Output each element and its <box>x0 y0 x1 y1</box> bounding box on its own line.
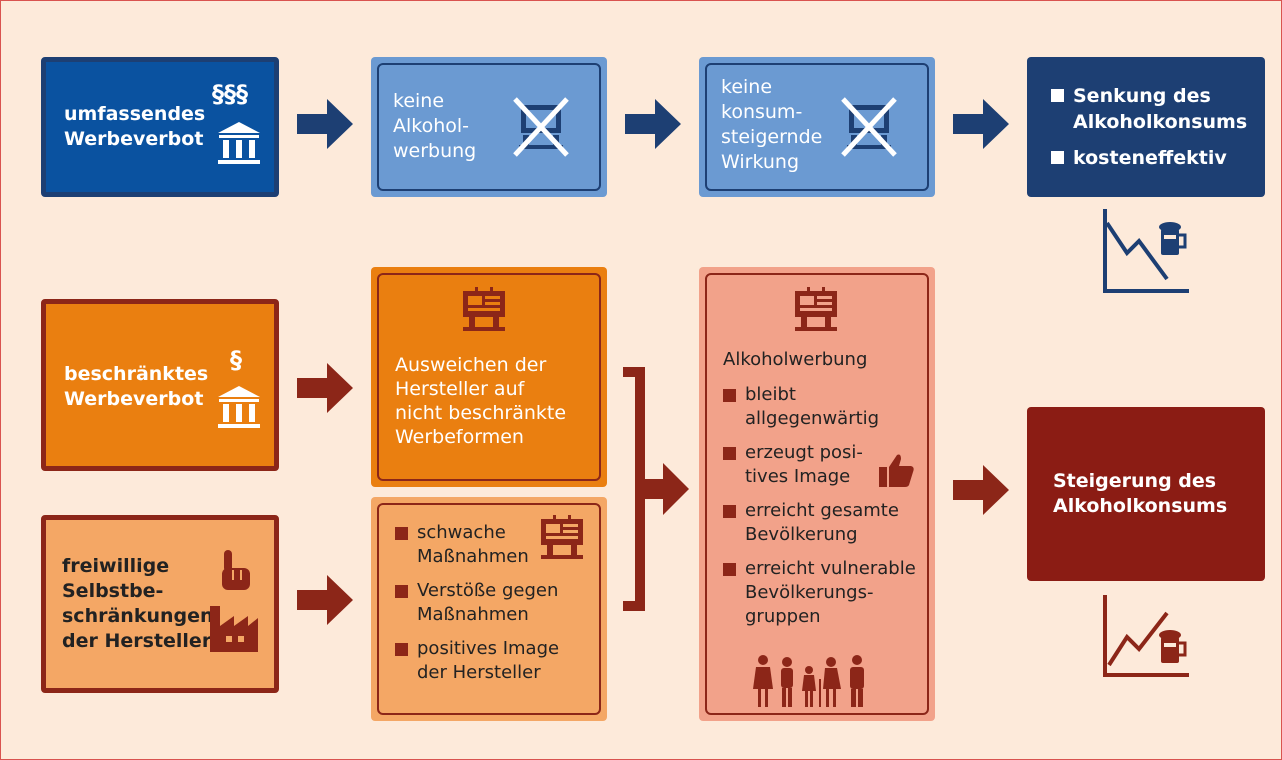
box-no-ads-line2: Alkohol- <box>393 115 470 137</box>
arrow-1-to-2 <box>297 99 353 149</box>
box-no-effect-line1: keine <box>721 76 773 98</box>
box-voluntary-restrictions: freiwillige Selbstbe- schränkungen der H… <box>41 515 279 693</box>
population-group-icon <box>753 655 864 707</box>
alcohol-ads-heading: Alkoholwerbung <box>723 349 868 370</box>
billboard-icon <box>541 515 583 559</box>
evasion-line1: Ausweichen der <box>395 354 547 376</box>
box-no-ads-line1: keine <box>393 90 445 112</box>
arrow-to-increase <box>953 465 1009 515</box>
increasing-consumption-chart-icon <box>1103 595 1189 677</box>
box-restricted-ban: beschränktes Werbeverbot § <box>41 299 279 471</box>
box-restricted-line2: Werbeverbot <box>64 388 204 410</box>
thumbs-up-icon <box>879 454 914 487</box>
box-no-effect-line3: steigernde <box>721 126 823 148</box>
box-no-increase-effect: keine konsum- steigernde Wirkung <box>699 57 935 197</box>
evasion-line4: Werbeformen <box>395 426 524 448</box>
paragraph-symbols: §§§ <box>212 80 248 108</box>
voluntary-line3: schränkungen <box>62 605 214 627</box>
box-no-alcohol-ads: keine Alkohol- werbung <box>371 57 607 197</box>
box-no-effect-line4: Wirkung <box>721 151 800 173</box>
voluntary-line1: freiwillige <box>62 555 170 577</box>
increase-line1: Steigerung des <box>1053 470 1217 492</box>
box-manufacturer-evasion: Ausweichen der Hersteller auf nicht besc… <box>371 267 607 487</box>
box-restricted-line1: beschränktes <box>64 363 209 385</box>
crossed-billboard-icon <box>513 97 569 157</box>
arrow-restricted-to-evasion <box>297 363 353 413</box>
raised-finger-hand-icon <box>222 550 250 590</box>
box-increase-outcome: Steigerung des Alkoholkonsums <box>1027 407 1265 581</box>
arrow-2-to-3 <box>625 99 681 149</box>
increase-line2: Alkoholkonsums <box>1053 495 1228 517</box>
box-no-ads-line3: werbung <box>393 140 477 162</box>
arrow-3-to-4 <box>953 99 1009 149</box>
court-building-icon <box>218 122 260 164</box>
reduction-item: Senkung des Alkoholkonsums <box>1051 83 1247 135</box>
merge-bracket-arrow <box>623 367 689 611</box>
paragraph-symbol: § <box>230 346 242 374</box>
box-comprehensive-ban-line1: umfassendes <box>64 103 206 125</box>
effect-item: erzeugt posi-tives Image <box>723 441 916 489</box>
voluntary-line4: der Hersteller <box>62 630 212 652</box>
box-comprehensive-ban-line2: Werbeverbot <box>64 128 204 150</box>
evasion-line2: Hersteller auf <box>395 378 525 400</box>
cost-effective-item: kosteneffektiv <box>1051 145 1247 171</box>
billboard-icon <box>463 287 505 331</box>
evasion-line3: nicht beschränkte <box>395 402 567 424</box>
court-building-icon <box>218 386 260 428</box>
box-comprehensive-ban: umfassendes Werbeverbot §§§ <box>41 57 279 197</box>
arrow-voluntary-to-measures <box>297 575 353 625</box>
billboard-icon <box>795 287 837 331</box>
box-no-effect-line2: konsum- <box>721 101 803 123</box>
box-reduction-outcome: Senkung des Alkoholkonsums kosteneffekti… <box>1027 57 1265 197</box>
decreasing-consumption-chart-icon <box>1103 209 1189 293</box>
factory-icon <box>210 606 258 652</box>
crossed-billboard-icon <box>841 97 897 157</box>
voluntary-line2: Selbstbe- <box>62 580 164 602</box>
